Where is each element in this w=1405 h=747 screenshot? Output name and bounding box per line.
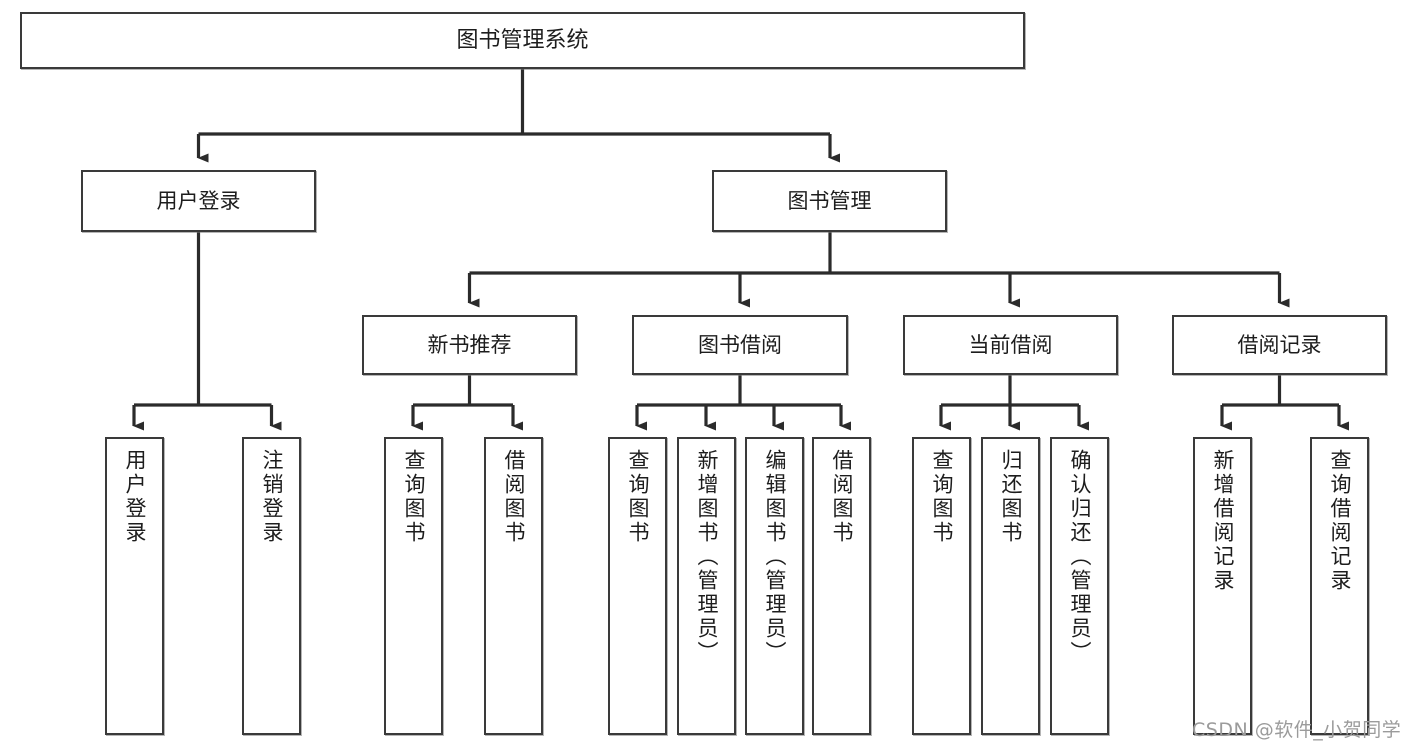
leaf-new-book-borrow-book[interactable]: 借阅图书: [484, 437, 543, 735]
leaf-current-borrow-return-book[interactable]: 归还图书: [981, 437, 1040, 735]
node-label: 图书管理: [787, 188, 872, 213]
node-label: 归还图书: [999, 449, 1023, 545]
node-label: 图书借阅: [698, 332, 782, 357]
csdn-watermark: CSDN @软件_小贺同学: [1192, 719, 1402, 741]
node-label: 查询图书: [402, 449, 426, 545]
node-label: 图书管理系统: [456, 27, 589, 53]
leaf-current-borrow-confirm-return-admin[interactable]: 确认归还（管理员）: [1050, 437, 1109, 735]
leaf-user-login-login[interactable]: 用户登录: [105, 437, 164, 735]
node-label: 注销登录: [260, 449, 284, 545]
leaf-book-borrow-add-book-admin[interactable]: 新增图书（管理员）: [677, 437, 736, 735]
node-new-book-recommend[interactable]: 新书推荐: [362, 315, 577, 375]
leaf-book-borrow-edit-book-admin[interactable]: 编辑图书（管理员）: [745, 437, 804, 735]
node-current-borrow[interactable]: 当前借阅: [903, 315, 1118, 375]
node-label: 借阅图书: [502, 449, 526, 545]
node-label: 编辑图书（管理员）: [763, 449, 787, 665]
node-book-borrow[interactable]: 图书借阅: [632, 315, 848, 375]
node-label: 新增借阅记录: [1211, 449, 1235, 593]
node-label: 查询图书: [626, 449, 650, 545]
node-label: 查询图书: [930, 449, 954, 545]
node-label: 当前借阅: [968, 332, 1053, 357]
node-label: 查询借阅记录: [1328, 449, 1352, 593]
leaf-book-borrow-query-book[interactable]: 查询图书: [608, 437, 667, 735]
node-label: 新书推荐: [427, 332, 512, 357]
node-label: 用户登录: [123, 449, 147, 545]
node-label: 新增图书（管理员）: [695, 449, 719, 665]
leaf-user-login-logout[interactable]: 注销登录: [242, 437, 301, 735]
leaf-borrow-record-query-record[interactable]: 查询借阅记录: [1310, 437, 1369, 735]
leaf-current-borrow-query-book[interactable]: 查询图书: [912, 437, 971, 735]
leaf-borrow-record-add-record[interactable]: 新增借阅记录: [1193, 437, 1252, 735]
node-borrow-record[interactable]: 借阅记录: [1172, 315, 1387, 375]
node-book-management[interactable]: 图书管理: [712, 170, 947, 232]
node-root-book-management-system[interactable]: 图书管理系统: [20, 12, 1025, 69]
leaf-new-book-query-book[interactable]: 查询图书: [384, 437, 443, 735]
leaf-book-borrow-borrow-book[interactable]: 借阅图书: [812, 437, 871, 735]
node-label: 确认归还（管理员）: [1068, 449, 1092, 665]
node-label: 用户登录: [156, 188, 241, 213]
node-label: 借阅图书: [830, 449, 854, 545]
node-user-login[interactable]: 用户登录: [81, 170, 316, 232]
node-label: 借阅记录: [1237, 332, 1322, 357]
